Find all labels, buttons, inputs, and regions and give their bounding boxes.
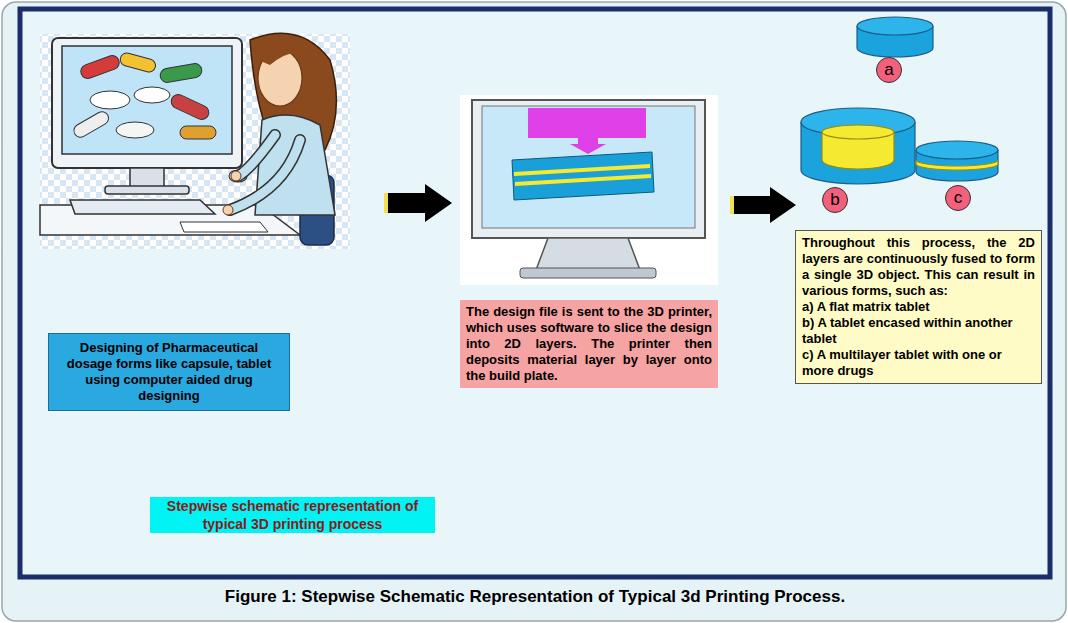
process-box: The design file is sent to the 3D printe… bbox=[460, 300, 718, 388]
note-box: Throughout this process, the 2D layers a… bbox=[795, 230, 1042, 384]
box-text: a) A flat matrix tablet bbox=[802, 299, 1035, 315]
callout-circle: b bbox=[822, 187, 848, 213]
process-box: Designing of Pharmaceutical dosage forms… bbox=[48, 333, 290, 411]
callout-letter: a bbox=[884, 61, 893, 79]
figure-caption: Figure 1: Stepwise Schematic Representat… bbox=[20, 586, 1050, 608]
box-text: Designing of Pharmaceutical dosage forms… bbox=[57, 340, 281, 404]
figure-heading: Stepwise schematic representation of typ… bbox=[150, 497, 435, 533]
box-text: Throughout this process, the 2D layers a… bbox=[802, 235, 1035, 299]
inner-frame bbox=[20, 9, 1050, 577]
slicing-monitor bbox=[460, 95, 718, 285]
callout-letter: b bbox=[830, 191, 839, 209]
callout-letter: c bbox=[954, 189, 963, 207]
box-text: b) A tablet encased within another table… bbox=[802, 315, 1035, 347]
process-arrow bbox=[384, 184, 452, 222]
callout-circle: a bbox=[876, 57, 902, 83]
process-arrow bbox=[730, 187, 796, 223]
designer-illustration bbox=[40, 33, 350, 249]
box-text: The design file is sent to the 3D printe… bbox=[466, 304, 712, 384]
tablet-forms bbox=[801, 17, 998, 184]
box-text: c) A multilayer tablet with one or more … bbox=[802, 347, 1035, 379]
callout-circle: c bbox=[945, 185, 971, 211]
